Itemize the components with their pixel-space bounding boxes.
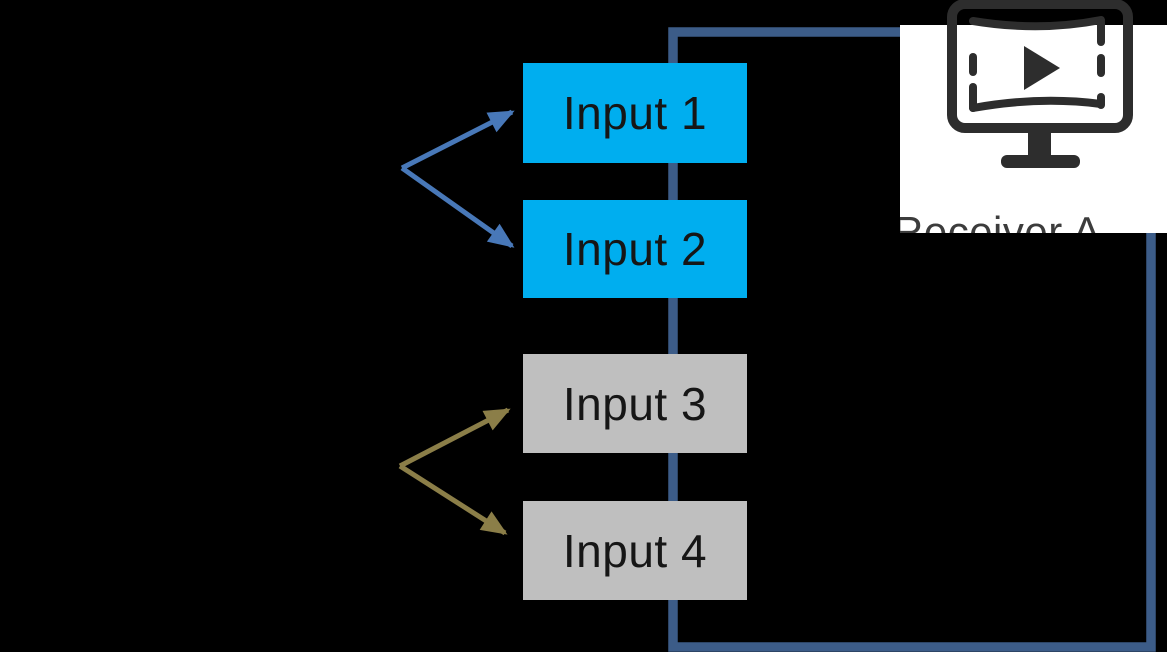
screen-top-curve xyxy=(969,16,1105,31)
input-2-box: Input 2 xyxy=(523,200,747,298)
input-1-box: Input 1 xyxy=(523,63,747,163)
input-1-label: Input 1 xyxy=(562,87,708,139)
input-3-box: Input 3 xyxy=(523,354,747,453)
arrow-to-input-3 xyxy=(398,407,511,469)
receiver-label: Receiver A xyxy=(900,208,1102,233)
play-icon xyxy=(1024,46,1060,90)
screen-bottom-curve xyxy=(969,96,1105,112)
play-and-stand xyxy=(1001,46,1080,168)
video-player-monitor-icon xyxy=(947,0,1133,168)
monitor-stand-base xyxy=(1001,155,1080,168)
input-2-label: Input 2 xyxy=(562,223,708,275)
input-4-box: Input 4 xyxy=(523,501,747,600)
curved-screen-glyph xyxy=(969,16,1105,112)
receiver-connector-line xyxy=(668,27,1156,652)
input-3-label: Input 3 xyxy=(562,377,708,430)
input-4-label: Input 4 xyxy=(562,524,708,577)
arrow-to-input-1 xyxy=(400,109,515,171)
inactive-fork-arrows xyxy=(398,407,511,536)
active-fork-arrows xyxy=(400,109,515,249)
arrow-to-input-2 xyxy=(400,165,515,249)
arrow-to-input-4 xyxy=(398,463,508,536)
monitor-stand-neck xyxy=(1028,128,1051,160)
